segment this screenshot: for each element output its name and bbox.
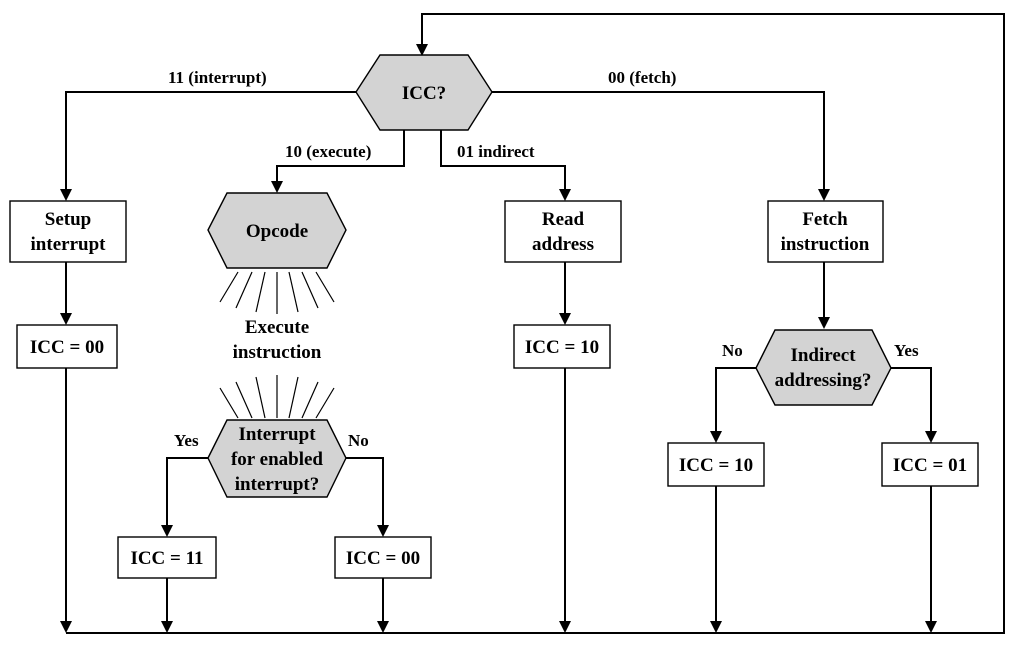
ray xyxy=(219,271,239,303)
read-address-line2: address xyxy=(532,234,594,255)
edge-execute-line xyxy=(276,130,405,184)
opcode-label: Opcode xyxy=(246,221,308,242)
edge-label-indirect: 01 indirect xyxy=(457,142,535,161)
ray xyxy=(235,381,253,419)
arrowhead xyxy=(710,621,722,633)
arrowhead xyxy=(559,621,571,633)
arrowhead xyxy=(377,525,389,537)
fetch-instruction-line2: instruction xyxy=(781,234,870,255)
setup-interrupt-node: Setup interrupt xyxy=(9,200,127,263)
indirect-addressing-line1: Indirect xyxy=(790,345,856,366)
loop-back-line xyxy=(66,13,1005,634)
arrowhead xyxy=(416,44,428,56)
ray xyxy=(301,271,319,309)
interrupt-enabled-line1: Interrupt xyxy=(238,424,316,445)
icc-10-right-node: ICC = 10 xyxy=(667,442,765,487)
edge-interrupt-no xyxy=(346,457,384,528)
icc-10-right-label: ICC = 10 xyxy=(679,455,753,476)
ray xyxy=(219,387,239,419)
arrowhead xyxy=(161,621,173,633)
edge-label-fetch: 00 (fetch) xyxy=(608,68,676,87)
ray xyxy=(235,271,253,309)
arrowhead xyxy=(925,621,937,633)
edge-indirect-no xyxy=(715,367,756,434)
edge-label-interrupt: 11 (interrupt) xyxy=(168,68,267,87)
edge-indirect-yes xyxy=(891,367,932,434)
fetch-instruction-line1: Fetch xyxy=(802,209,848,230)
read-address-node: Read address xyxy=(504,200,622,263)
setup-interrupt-line2: interrupt xyxy=(31,234,107,255)
edge-label-no-interrupt: No xyxy=(348,431,369,450)
ray xyxy=(315,387,335,419)
icc-01-node: ICC = 01 xyxy=(881,442,979,487)
icc-10-middle-node: ICC = 10 xyxy=(513,324,611,369)
connectors xyxy=(65,13,1005,634)
icc-00-left-node: ICC = 00 xyxy=(16,324,118,369)
read-address-line1: Read xyxy=(542,209,585,230)
execute-rays xyxy=(219,271,335,419)
icc-10-middle-label: ICC = 10 xyxy=(525,337,599,358)
arrowhead xyxy=(710,431,722,443)
arrowhead xyxy=(377,621,389,633)
icc-00-bottom-node: ICC = 00 xyxy=(334,536,432,579)
arrowhead xyxy=(60,313,72,325)
execute-instruction-node: Execute instruction xyxy=(233,317,322,363)
edge-interrupt-yes xyxy=(166,457,208,528)
edge-label-yes-interrupt: Yes xyxy=(174,431,199,450)
icc-00-left-label: ICC = 00 xyxy=(30,337,104,358)
ray xyxy=(255,376,266,419)
ray xyxy=(315,271,335,303)
edge-indirect-line xyxy=(440,130,566,192)
indirect-addressing-line2: addressing? xyxy=(775,370,872,391)
arrowhead xyxy=(60,621,72,633)
setup-interrupt-line1: Setup xyxy=(45,209,91,230)
interrupt-enabled-line2: for enabled xyxy=(231,449,323,470)
arrowhead xyxy=(60,189,72,201)
icc-decision-node: ICC? xyxy=(355,54,493,131)
arrowhead xyxy=(818,317,830,329)
indirect-addressing-node: Indirect addressing? xyxy=(755,329,892,406)
edge-interrupt-line xyxy=(65,91,356,192)
icc-decision-label: ICC? xyxy=(402,83,446,104)
icc-11-label: ICC = 11 xyxy=(130,548,203,569)
interrupt-enabled-line3: interrupt? xyxy=(235,474,319,495)
ray xyxy=(255,271,266,313)
icc-01-label: ICC = 01 xyxy=(893,455,967,476)
edge-label-yes-indirect: Yes xyxy=(894,341,919,360)
icc-00-bottom-label: ICC = 00 xyxy=(346,548,420,569)
arrowhead xyxy=(925,431,937,443)
edge-labels: 11 (interrupt) 00 (fetch) 10 (execute) 0… xyxy=(168,68,919,450)
icc-11-node: ICC = 11 xyxy=(117,536,217,579)
arrowhead xyxy=(818,189,830,201)
opcode-node: Opcode xyxy=(207,192,347,269)
execute-instruction-line2: instruction xyxy=(233,342,322,363)
arrowhead xyxy=(559,313,571,325)
arrowhead xyxy=(559,189,571,201)
edge-label-no-indirect: No xyxy=(722,341,743,360)
arrowhead xyxy=(271,181,283,193)
arrowheads xyxy=(60,44,937,633)
ray xyxy=(301,381,319,419)
ray xyxy=(288,376,299,419)
edge-fetch-line xyxy=(492,91,825,192)
arrowhead xyxy=(161,525,173,537)
edge-label-execute: 10 (execute) xyxy=(285,142,371,161)
fetch-instruction-node: Fetch instruction xyxy=(767,200,884,263)
execute-instruction-line1: Execute xyxy=(245,317,309,338)
interrupt-enabled-node: Interrupt for enabled interrupt? xyxy=(207,419,347,498)
ray xyxy=(288,271,299,313)
